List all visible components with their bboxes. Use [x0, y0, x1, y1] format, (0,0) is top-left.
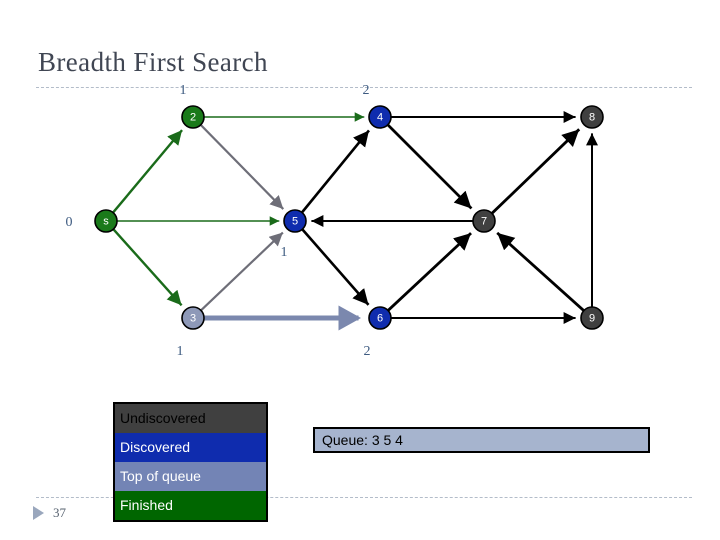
graph-node-3[interactable]: 3 — [181, 306, 205, 330]
node-label-6: 6 — [377, 313, 383, 325]
node-circle-6 — [368, 306, 392, 330]
node-circle-4 — [368, 105, 392, 129]
bfs-graph-diagram: s 2 3 4 5 6 7 8 9 0 1 1 2 1 2 — [66, 83, 604, 359]
graph-edge-6-7 — [386, 232, 472, 313]
node-label-8: 8 — [589, 112, 595, 124]
graph-edge-s-2 — [111, 129, 183, 215]
node-circle-s — [94, 209, 118, 233]
graph-edge-3-5 — [199, 231, 284, 312]
legend-row-undiscovered: Undiscovered — [115, 404, 266, 433]
node-circle-7 — [472, 209, 496, 233]
node-circle-5 — [283, 209, 307, 233]
bottom-divider-rule — [36, 497, 692, 498]
node-label-s: s — [103, 216, 109, 228]
advance-triangle-icon[interactable] — [33, 506, 44, 520]
node-label-3: 3 — [190, 313, 196, 325]
queue-status-box: Queue: 3 5 4 — [313, 427, 650, 453]
graph-node-8[interactable]: 8 — [580, 105, 604, 129]
node-layer: s 2 3 4 5 6 7 8 9 — [94, 105, 604, 330]
node-circle-2 — [181, 105, 205, 129]
node-distance-6: 2 — [364, 344, 371, 359]
graph-edge-2-5 — [199, 123, 285, 210]
node-label-2: 2 — [190, 112, 196, 124]
node-circle-8 — [580, 105, 604, 129]
graph-node-9[interactable]: 9 — [580, 306, 604, 330]
node-label-9: 9 — [589, 313, 595, 325]
legend-row-finished: Finished — [115, 491, 266, 520]
node-circle-3 — [181, 306, 205, 330]
graph-edge-9-7 — [496, 231, 586, 313]
node-label-5: 5 — [292, 216, 298, 228]
node-distance-2: 1 — [180, 83, 187, 98]
graph-node-5[interactable]: 5 — [283, 209, 307, 233]
node-circle-9 — [580, 306, 604, 330]
node-distance-s: 0 — [66, 215, 73, 230]
node-label-4: 4 — [377, 112, 383, 124]
graph-node-2[interactable]: 2 — [181, 105, 205, 129]
graph-edge-5-6 — [300, 227, 370, 306]
graph-edge-7-8 — [490, 128, 581, 216]
graph-node-s[interactable]: s — [94, 209, 118, 233]
distance-label-layer: 0 1 1 2 1 2 — [66, 83, 371, 359]
node-label-7: 7 — [481, 216, 487, 228]
slide-number: 37 — [53, 505, 66, 520]
graph-edge-5-4 — [300, 129, 370, 215]
graph-edge-4-7 — [386, 123, 473, 210]
page-title: Breadth First Search — [38, 47, 268, 77]
node-distance-4: 2 — [363, 83, 370, 98]
graph-node-7[interactable]: 7 — [472, 209, 496, 233]
edge-layer — [111, 111, 598, 331]
node-distance-3: 1 — [177, 344, 184, 359]
graph-node-6[interactable]: 6 — [368, 306, 392, 330]
node-distance-5: 1 — [281, 245, 288, 260]
graph-edge-s-3 — [111, 227, 183, 307]
legend-row-top-of-queue: Top of queue — [115, 462, 266, 491]
graph-node-4[interactable]: 4 — [368, 105, 392, 129]
top-divider-rule — [36, 87, 692, 88]
legend-row-discovered: Discovered — [115, 433, 266, 462]
